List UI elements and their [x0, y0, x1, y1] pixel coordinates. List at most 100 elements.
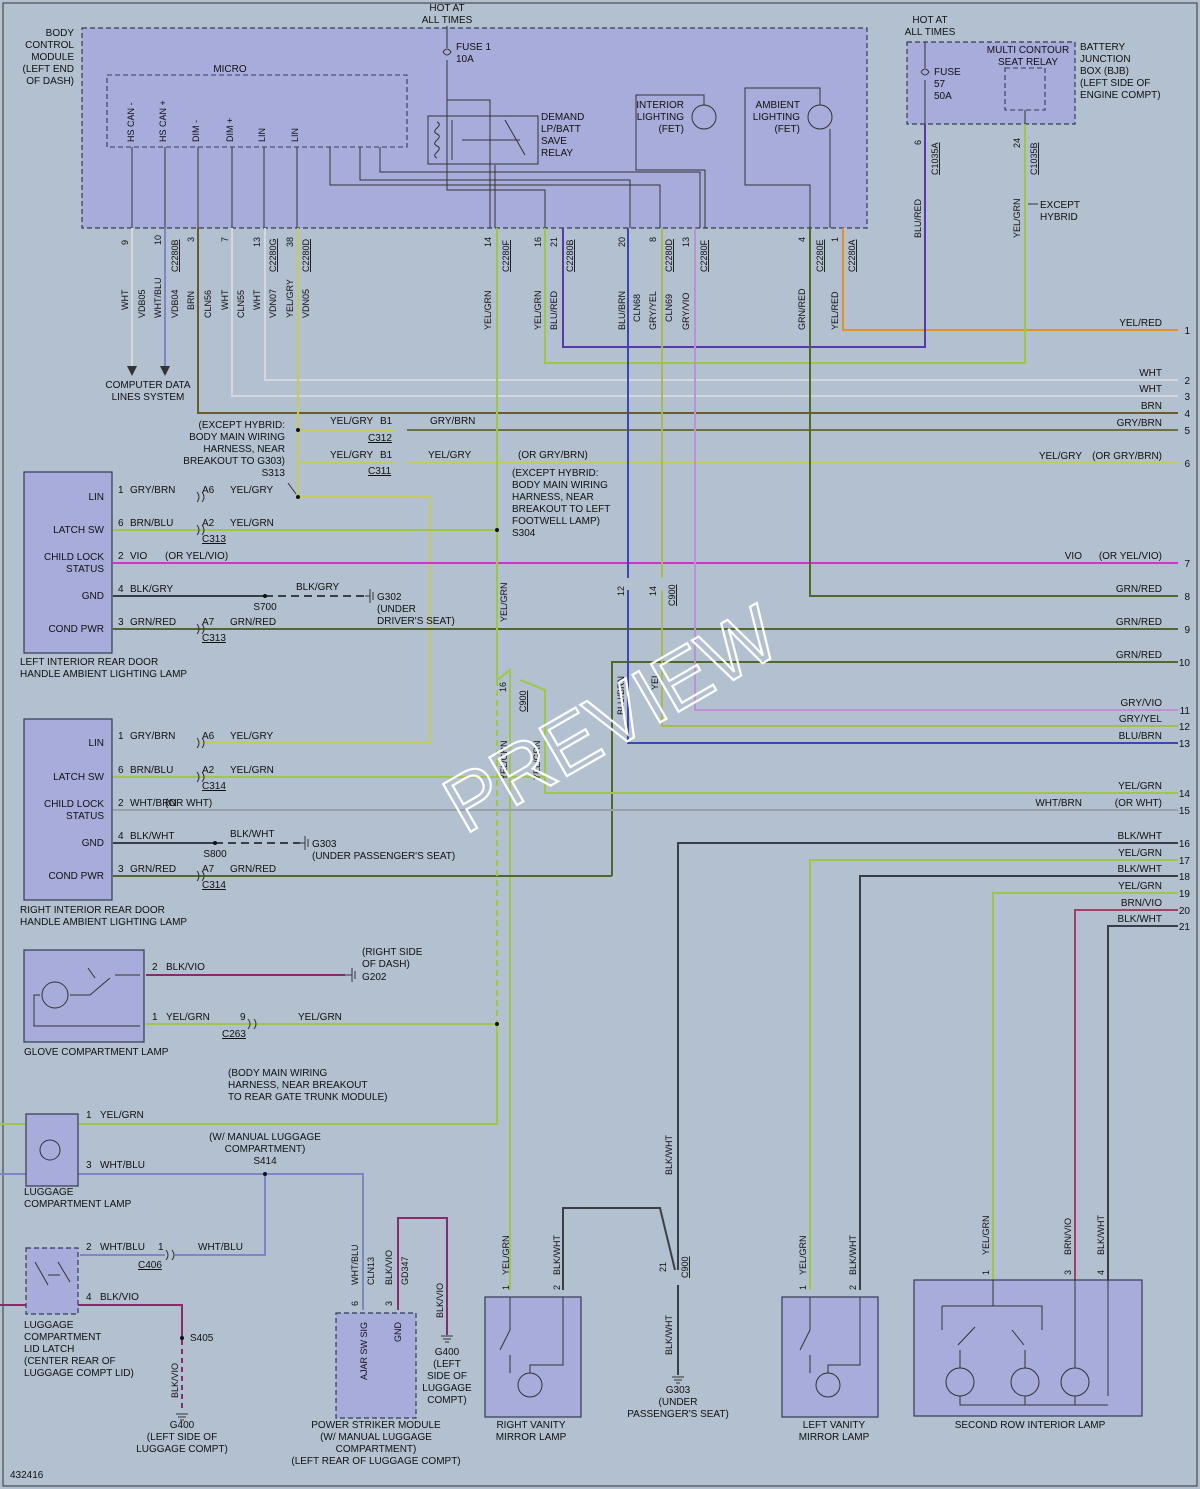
- luggage-p1: 1: [86, 1110, 92, 1121]
- line-label-11: GRY/VIO: [1121, 698, 1163, 709]
- striker-sig: AJAR SW SIG: [359, 1322, 369, 1380]
- latch-cpin: 1: [158, 1242, 164, 1253]
- wire-wht-13: WHT: [252, 289, 262, 310]
- bcm-pin-8: 8: [648, 237, 658, 242]
- line-label-18: BLK/WHT: [1118, 864, 1162, 875]
- bcm-pin-10: 10: [153, 235, 163, 245]
- luggage-w1: YEL/GRN: [100, 1110, 144, 1121]
- bcm-pin-13a: 13: [252, 237, 262, 247]
- line-label-5: GRY/BRN: [1117, 418, 1162, 429]
- bjb-pin-6: 6: [913, 140, 923, 145]
- latch-w2: WHT/BLU: [100, 1242, 145, 1253]
- right_lamp-pin-wire2-3: BLK/WHT: [230, 829, 274, 840]
- striker-c6: CLN13: [366, 1257, 376, 1285]
- line-number-16: 16: [1179, 839, 1191, 850]
- line-alt-7: (OR YEL/VIO): [1099, 551, 1162, 562]
- left_lamp-pin-num-4: 3: [118, 617, 124, 628]
- right_lamp-pin-num-4: 3: [118, 864, 124, 875]
- striker-p3: 3: [384, 1301, 394, 1306]
- glove-w1b: YEL/GRN: [298, 1012, 342, 1023]
- bcm-pin-4: 4: [797, 237, 807, 242]
- latch-w4b: BLK/VIO: [170, 1363, 180, 1398]
- latch-p4: 4: [86, 1292, 92, 1303]
- micro-pin-lin-1: LIN: [257, 128, 267, 142]
- wire-grn-red-4: GRN/RED: [797, 288, 807, 330]
- bcm-pin-9: 9: [120, 240, 130, 245]
- left_lamp-pin-wire2-3: BLK/GRY: [296, 582, 339, 593]
- g400-label: G400: [170, 1420, 195, 1431]
- glove-w1: YEL/GRN: [166, 1012, 210, 1023]
- rvm-w2: BLK/WHT: [552, 1234, 562, 1275]
- rvm-p2: 2: [552, 1285, 562, 1290]
- line-label-6: YEL/GRY: [1039, 451, 1082, 462]
- left_lamp-pin-num-1: 6: [118, 518, 124, 529]
- right_lamp-pin-wire-3: BLK/WHT: [130, 831, 174, 842]
- wire-yel-gry-38: YEL/GRY: [285, 279, 295, 318]
- striker-g400: G400: [435, 1347, 460, 1358]
- striker-gnd: GND: [393, 1322, 403, 1343]
- document-id: 432416: [10, 1470, 44, 1481]
- right_lamp-pin-wire2-4: GRN/RED: [230, 864, 276, 875]
- left_lamp-pin-wire-1: BRN/BLU: [130, 518, 173, 529]
- right_lamp-pin-splice-3: S800: [203, 849, 227, 860]
- glove-compartment-lamp: GLOVE COMPARTMENT LAMP 2 BLK/VIO G202 (R…: [23, 947, 499, 1058]
- bcm-conn-c2280f-1: C2280F: [501, 239, 511, 272]
- right_lamp-pin-label-4: COND PWR: [48, 871, 104, 882]
- left_lamp-pin-cpin-1: A2: [202, 518, 215, 529]
- glove-title: GLOVE COMPARTMENT LAMP: [24, 1047, 169, 1058]
- bjb-conn-c1035b: C1035B: [1029, 142, 1039, 175]
- bcm-conn-c2280b-2: C2280B: [565, 239, 575, 272]
- line-label-3: WHT: [1139, 384, 1162, 395]
- line-number-2: 2: [1184, 376, 1190, 387]
- c311-label: C311: [368, 466, 392, 477]
- g303b-w: BLK/WHT: [664, 1134, 674, 1175]
- glove-cpin: 9: [240, 1012, 246, 1023]
- c311-yel-gry: YEL/GRY: [330, 450, 373, 461]
- c900-yel: YEL: [650, 673, 660, 690]
- or-gry-brn-note: (OR GRY/BRN): [518, 450, 588, 461]
- c900-label-2: C900: [518, 690, 528, 712]
- circuit-cln55: CLN55: [236, 290, 246, 318]
- bcm-wire-labels: WHT VDB05 WHT/BLU VDB04 CLN56 BRN WHT CL…: [120, 278, 840, 331]
- c312-b1: B1: [380, 416, 393, 427]
- right_lamp-pin-conn-1: C314: [202, 781, 226, 792]
- line-number-6: 6: [1184, 459, 1190, 470]
- left_lamp-pin-alt-2: (OR YEL/VIO): [165, 551, 228, 562]
- micro-pin-hs-can-plus: HS CAN +: [158, 100, 168, 142]
- left_lamp-pin-label-4: COND PWR: [48, 624, 104, 635]
- bcm-conn-c2280d-2: C2280D: [664, 238, 674, 272]
- line-label-7: VIO: [1065, 551, 1082, 562]
- line-label-8: GRN/RED: [1116, 584, 1162, 595]
- line-label-14: YEL/GRN: [1118, 781, 1162, 792]
- right_lamp-pin-num-0: 1: [118, 731, 124, 742]
- bcm-conn-c2280d-1: C2280D: [301, 238, 311, 272]
- g303b-w2: BLK/WHT: [664, 1314, 674, 1355]
- line-number-20: 20: [1179, 906, 1191, 917]
- rvm-w1: YEL/GRN: [501, 1235, 511, 1275]
- right_lamp-pin-num-1: 6: [118, 765, 124, 776]
- srl-w4: BLK/WHT: [1096, 1214, 1106, 1255]
- bjb-wire-yel-grn: YEL/GRN: [1012, 198, 1022, 238]
- line-label-15: WHT/BRN: [1035, 798, 1082, 809]
- wire-gry-yel-8: GRY/YEL: [648, 291, 658, 330]
- wire-wht-blu-10: WHT/BLU: [153, 278, 163, 319]
- right_lamp-pin-ground-3: G303: [312, 839, 337, 850]
- striker-p6: 6: [350, 1301, 360, 1306]
